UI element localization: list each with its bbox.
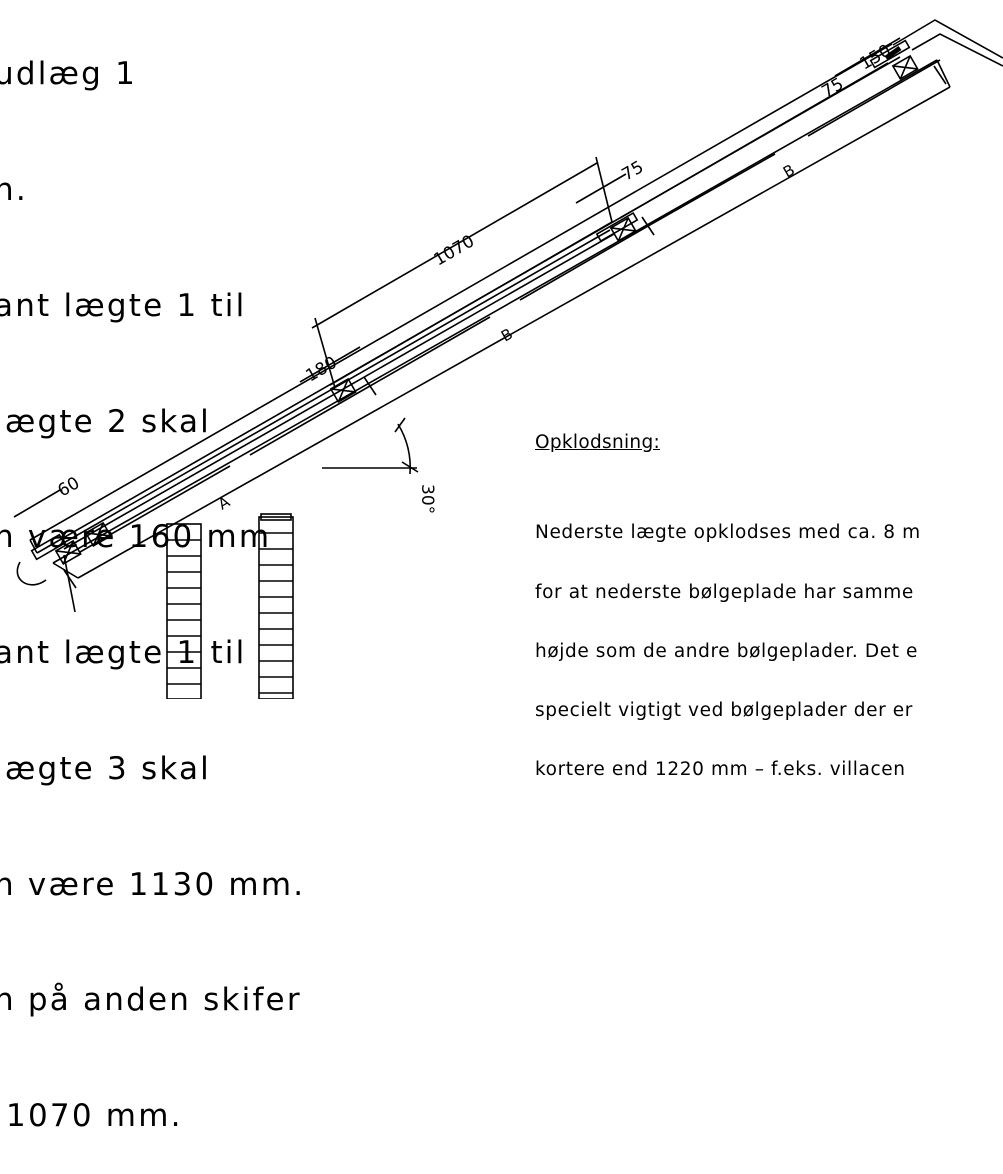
opklodsning-line: Nederste lægte opklodses med ca. 8 m [535,522,921,544]
dim-text-1070: 1070 [431,231,478,270]
wall-column-left [166,523,202,699]
ridge-cap [892,19,1003,59]
wall-column-right [258,513,294,699]
notes-line: 1070 mm. [0,1098,183,1135]
dim-tick-ab [363,376,377,396]
label-b-upper: B [780,161,798,182]
sheet-lap-top [869,39,911,69]
notes-line: ant lægte 1 til [0,635,247,672]
opklodsning-line: for at nederste bølgeplade har samme [535,581,914,603]
dim-line-180 [299,346,361,383]
dim-ext-1070-right [595,156,613,223]
dim-line-b2-2 [807,59,941,137]
batten-3 [329,377,357,404]
dim-line-a-1 [79,465,231,553]
angle-arc [397,423,412,475]
batten-2 [84,521,112,548]
roof-section-drawing: 60 180 1070 75 75 150 A B B 30° [13,19,1003,699]
rafter-end-left [52,562,79,579]
opklodsning-line: specielt vigtigt ved bølgeplader der er [535,699,913,721]
label-b-lower: B [498,325,516,346]
dim-line-a-2 [249,385,371,456]
sheet-end-left [29,539,38,554]
sheet-inner-line-2 [63,233,615,550]
dim-tick-a-start [63,569,77,589]
rafter-top-edge [52,59,938,564]
batten-5 [891,54,919,81]
notes-line: n være 1130 mm. [0,866,306,903]
notes-line: n. [0,171,28,208]
dim-ext-1070-left [314,317,336,389]
ridge-cap-inner [911,33,1003,67]
dim-line-b1-1 [369,316,491,387]
label-angle: 30° [417,484,437,514]
dim-line-60 [13,489,61,518]
batten-1 [54,539,82,566]
rafter-bottom-edge [77,86,951,579]
dim-tick-b-end [933,65,947,85]
notes-line: lægte 2 skal [0,403,211,440]
eaves-hook [16,561,47,586]
notes-line: n være 160 mm [0,519,272,556]
notes-line: ant lægte 1 til [0,287,247,324]
dim-line-b2-1 [647,153,776,227]
opklodsning-heading: Opklodsning: [535,432,661,453]
angle-tick-1 [394,417,406,433]
opklodsning-body: Nederste lægte opklodses med ca. 8 m for… [535,484,921,799]
dim-text-75-top: 75 [819,74,848,102]
dim-line-75-150 [834,37,901,77]
notes-line: udlæg 1 [0,56,138,93]
notes-line: lægte 3 skal [0,750,211,787]
dim-ext-a-start [63,554,76,613]
opklodsning-line: højde som de andre bølgeplader. Det e [535,640,919,662]
dim-text-75-mid: 75 [619,157,648,185]
sheet-lap-mid [595,211,639,243]
notes-text-block: udlæg 1 n. ant lægte 1 til lægte 2 skal … [0,0,324,1174]
batten-rail-2 [619,62,889,219]
angle-tick-2 [401,461,419,473]
batten-rail-1 [329,221,613,386]
dim-line-1070 [311,162,598,329]
opklodsning-line: kortere end 1220 mm – f.eks. villacen [535,758,906,780]
batten-4 [609,216,637,243]
sheet-end-plate-left [30,533,66,561]
dim-line-75-mid [575,173,627,204]
ridge-fixing [884,45,902,61]
sheet-upper-line [29,43,893,541]
notes-line: n på anden skifer [0,982,302,1019]
rafter-end-right [936,59,951,88]
dim-line-b1-2 [519,225,649,301]
dim-tick-bb [641,216,655,236]
